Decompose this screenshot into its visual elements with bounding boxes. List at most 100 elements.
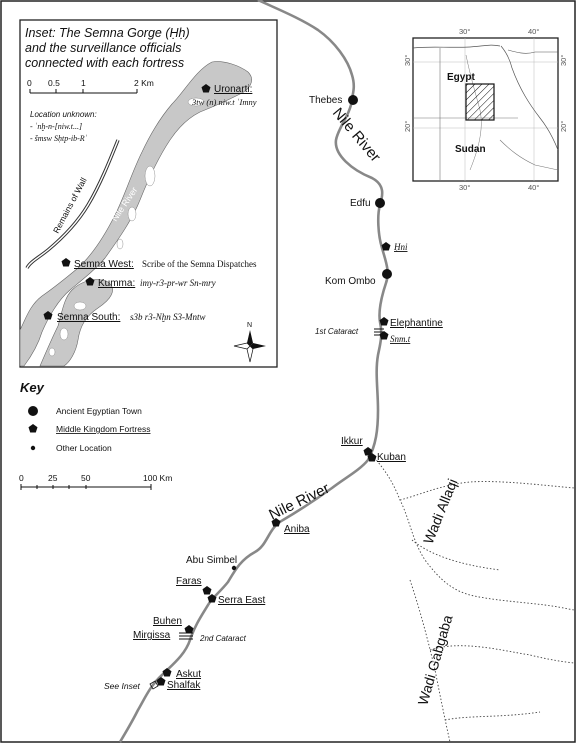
- wadi-allaqi-course: [371, 454, 575, 611]
- site-name: Uronarti:: [214, 84, 252, 95]
- second-cataract: 2nd Cataract: [179, 632, 247, 643]
- scale-tick: 25: [48, 473, 58, 483]
- site-name: Kumma:: [98, 278, 135, 289]
- place-label: Askut: [176, 669, 201, 680]
- inset-panel: Inset: The Semna Gorge (Ḥḥ) and the surv…: [19, 19, 278, 368]
- inset-title-line-3: connected with each fortress: [25, 56, 184, 70]
- unknown-item: - šmsw Sḥtp-ib-Rʿ: [30, 134, 88, 143]
- place-label: Abu Simbel: [186, 555, 237, 566]
- first-cataract: 1st Cataract: [315, 327, 384, 336]
- place-label: Edfu: [350, 198, 371, 209]
- see-inset-marker: See Inset: [104, 680, 159, 691]
- wadi-gabgaba-label: Wadi Gabgaba: [415, 613, 456, 707]
- fortress-marker: [156, 677, 166, 686]
- main-scale-bar: 0 25 50 100 Km: [19, 473, 172, 490]
- wadi-gabgaba-branch2: [444, 711, 541, 721]
- inset-title-line-2: and the surveillance officials: [25, 41, 181, 55]
- inset-scale-tick: 1: [81, 78, 86, 88]
- wadi-allaqi-branch2: [411, 539, 501, 571]
- scale-tick: 50: [81, 473, 91, 483]
- fortress-marker: [162, 668, 172, 677]
- place-label: Aniba: [284, 524, 310, 535]
- locator-country-sudan: Sudan: [455, 144, 486, 155]
- inset-title-line-1: Inset: The Semna Gorge (Ḥḥ): [25, 26, 190, 40]
- study-area-box: [465, 83, 495, 121]
- inset-wall-inner: [26, 139, 119, 269]
- fortress-marker: [207, 594, 217, 603]
- inset-scale-tick: 2 Km: [134, 78, 154, 88]
- place-label: Mirgissa: [133, 630, 171, 641]
- key-item-town: Ancient Egyptian Town: [56, 406, 142, 416]
- nile-label-lower: Nile River: [266, 480, 332, 524]
- cataract-label: 2nd Cataract: [199, 634, 247, 643]
- inset-island: [187, 97, 205, 107]
- inset-island: [127, 206, 137, 222]
- cataract-label: 1st Cataract: [315, 327, 359, 336]
- locator-country-egypt: Egypt: [447, 72, 475, 83]
- place-kom-ombo: Kom Ombo: [325, 269, 392, 287]
- site-name: Semna West:: [74, 259, 134, 270]
- place-label: Elephantine: [390, 318, 443, 329]
- key-fortress-marker: [28, 424, 38, 433]
- site-official: imy-r3-pr-wr Sn-mry: [140, 278, 216, 288]
- see-inset-label: See Inset: [104, 681, 141, 691]
- place-edfu: Edfu: [350, 198, 385, 209]
- inset-site-semna-south: Semna South: s3b r3-Nḫn S3-Mntw: [43, 311, 206, 323]
- scale-tick: 100 Km: [143, 473, 172, 483]
- key-item-fortress: Middle Kingdom Fortress: [56, 424, 150, 434]
- place-abu-simbel: Abu Simbel: [186, 555, 237, 571]
- fortress-marker: [363, 447, 373, 456]
- place-label: Serra East: [218, 595, 265, 606]
- place-kuban: Kuban: [367, 452, 406, 463]
- lon-label: 40°: [528, 27, 539, 36]
- wadi-allaqi-label: Wadi Allaqi: [420, 476, 461, 546]
- inset-area-marker: [149, 680, 159, 690]
- place-faras: Faras: [176, 576, 212, 595]
- inset-scale-tick: 0: [27, 78, 32, 88]
- place-label: Kom Ombo: [325, 276, 376, 287]
- town-marker: [382, 269, 392, 279]
- lat-label: 30°: [559, 55, 568, 66]
- inset-island: [116, 238, 124, 250]
- inset-island: [144, 165, 156, 187]
- place-label: Thebes: [309, 95, 342, 106]
- fortress-marker: [201, 84, 211, 93]
- unknown-heading: Location unknown:: [30, 110, 97, 119]
- inset-site-uronarti: Uronarti: 3tw (n) niw.t ʿImny: [191, 84, 257, 107]
- place-mirgissa: Mirgissa: [133, 630, 171, 641]
- site-official: 3tw (n) niw.t ʿImny: [191, 97, 257, 107]
- wadi-allaqi-branch: [399, 481, 575, 501]
- place-aniba: Aniba: [271, 518, 310, 535]
- fortress-marker: [184, 625, 194, 634]
- site-official: Scribe of the Semna Dispatches: [142, 259, 257, 269]
- place-label: Ḥni: [393, 242, 408, 252]
- place-askut: Askut: [162, 668, 201, 680]
- inset-site-kumma: Kumma: imy-r3-pr-wr Sn-mry: [85, 277, 216, 289]
- inset-river-lower: [39, 279, 113, 367]
- place-label: Shalfak: [167, 680, 201, 691]
- north-arrow-icon: N: [233, 322, 266, 363]
- place-elephantine: Elephantine: [379, 317, 443, 329]
- place-ikkur: Ikkur: [341, 436, 373, 456]
- fortress-marker: [43, 311, 53, 320]
- lon-label: 30°: [459, 27, 470, 36]
- place-shalfak: Shalfak: [156, 677, 201, 691]
- fortress-marker: [61, 258, 71, 267]
- inset-island: [73, 301, 87, 311]
- place-label: Kuban: [377, 452, 406, 463]
- site-name: Semna South:: [57, 312, 120, 323]
- lon-label: 30°: [459, 183, 470, 192]
- town-marker: [348, 95, 358, 105]
- north-label: N: [247, 322, 252, 329]
- key-town-marker: [28, 406, 38, 416]
- fortress-marker: [202, 586, 212, 595]
- key-item-other: Other Location: [56, 443, 112, 453]
- lat-label: 20°: [403, 121, 412, 132]
- place-label: Buhen: [153, 616, 182, 627]
- place-hni: Ḥni: [381, 242, 408, 252]
- fortress-marker: [271, 518, 281, 527]
- inset-island: [59, 327, 69, 341]
- place-snmt: Snm.t: [379, 331, 411, 344]
- inset-island: [48, 347, 56, 357]
